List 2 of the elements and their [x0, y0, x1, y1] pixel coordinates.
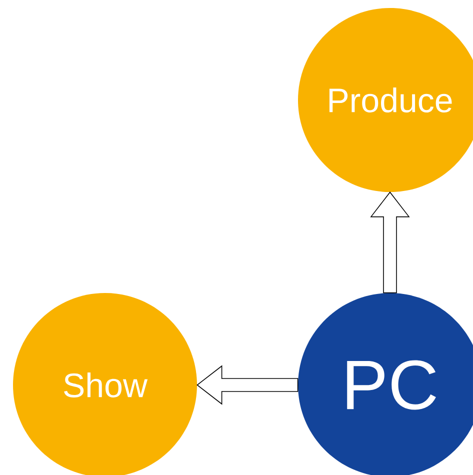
block-arrow — [196, 365, 298, 405]
block-arrow — [370, 192, 410, 294]
